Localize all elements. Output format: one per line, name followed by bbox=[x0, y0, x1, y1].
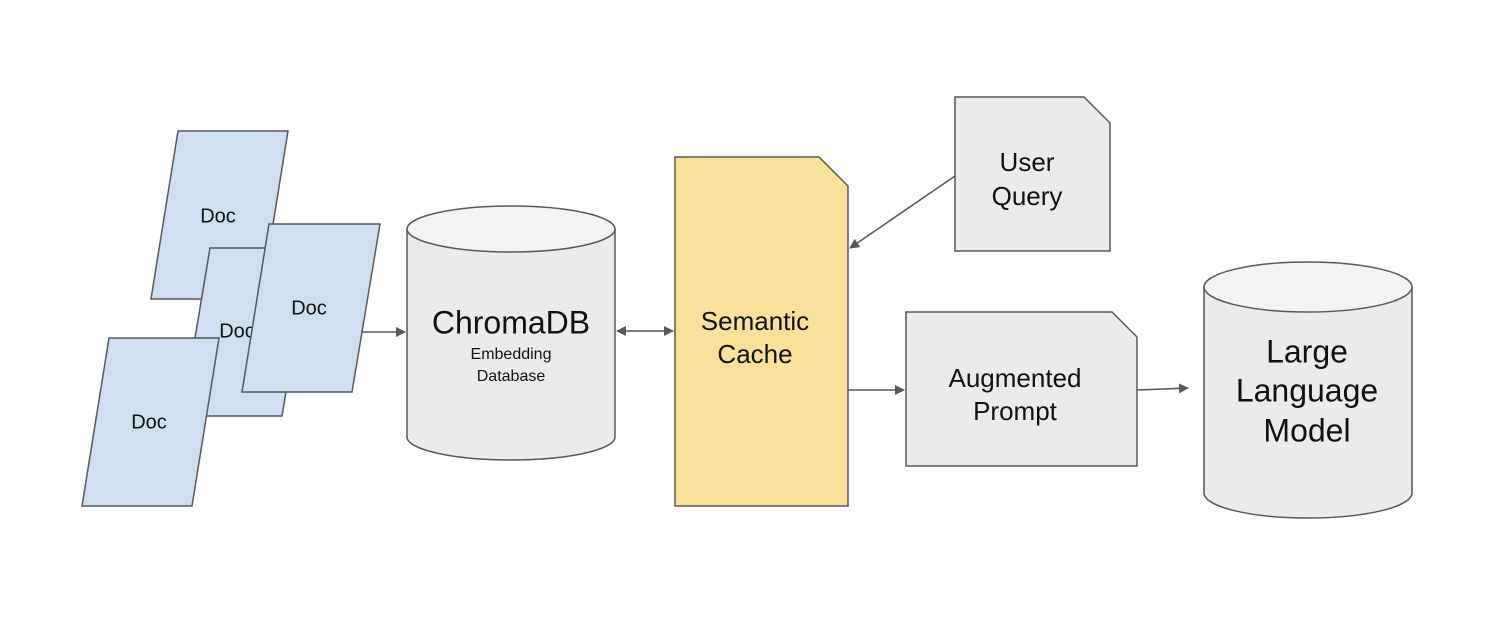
chromadb-node: ChromaDB Embedding Database bbox=[406, 205, 616, 461]
semantic-cache-line1: Semantic bbox=[701, 306, 809, 336]
augmented-prompt-line1: Augmented bbox=[949, 363, 1082, 393]
chromadb-subtitle-line1: Embedding bbox=[471, 346, 552, 363]
llm-line3: Model bbox=[1263, 412, 1350, 448]
user-query-line2: Query bbox=[992, 181, 1063, 211]
chromadb-title: ChromaDB bbox=[432, 304, 590, 340]
augmented-prompt-line2: Prompt bbox=[973, 396, 1058, 426]
llm-node: Large Language Model bbox=[1203, 261, 1413, 519]
edge-augmented-prompt-to-llm bbox=[1136, 383, 1189, 394]
semantic-cache-line2: Cache bbox=[717, 339, 792, 369]
chromadb-subtitle-line2: Database bbox=[477, 368, 546, 385]
document-node: Doc bbox=[241, 223, 381, 393]
document-label: Doc bbox=[200, 205, 236, 227]
llm-line2: Language bbox=[1236, 372, 1378, 408]
document-node: Doc bbox=[81, 337, 220, 507]
user-query-line1: User bbox=[1000, 147, 1055, 177]
edge-user-query-to-cache bbox=[849, 175, 956, 249]
semantic-cache-node: Semantic Cache bbox=[674, 156, 849, 507]
document-label: Doc bbox=[131, 411, 167, 433]
user-query-node: User Query bbox=[954, 96, 1111, 252]
augmented-prompt-node: Augmented Prompt bbox=[905, 311, 1138, 467]
document-label: Doc bbox=[291, 297, 327, 319]
llm-line1: Large bbox=[1266, 333, 1348, 369]
document-label: Doc bbox=[219, 320, 255, 342]
